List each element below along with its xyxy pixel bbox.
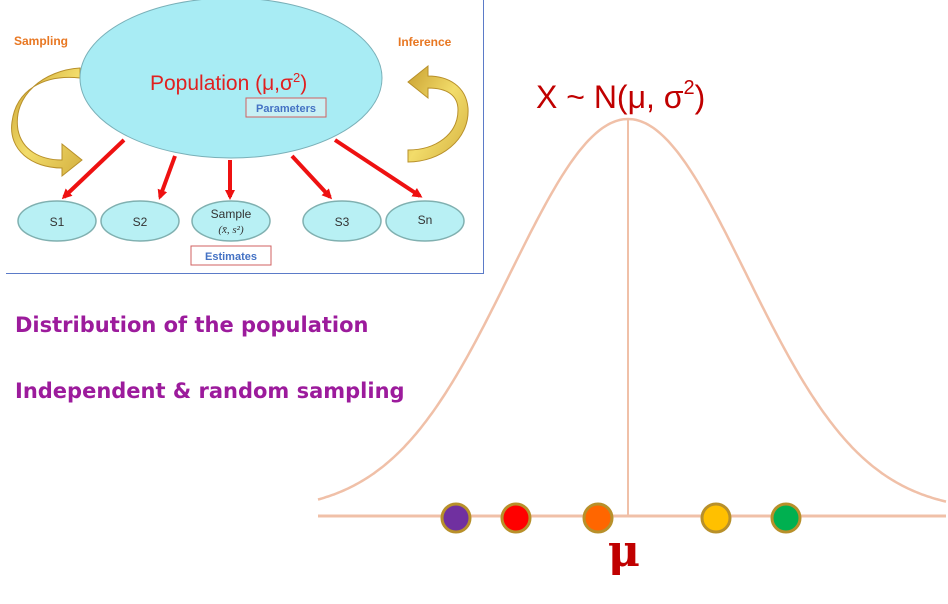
inference-label: Inference [398, 35, 452, 49]
point-green [770, 502, 802, 534]
population-label: Population (μ,σ2) [150, 70, 307, 95]
bullet-distribution: Distribution of the population [15, 313, 369, 337]
sampling-arrows [61, 138, 423, 200]
sample-ellipse-s2 [100, 200, 180, 242]
sample-label-s1: S1 [50, 215, 65, 229]
sample-label-main: Sample [211, 207, 252, 221]
estimates-box [190, 245, 272, 266]
sample-points [440, 502, 802, 534]
estimates-label: Estimates [205, 251, 257, 263]
sample-ellipse-s3 [302, 200, 382, 242]
point-orange [582, 502, 614, 534]
sample-label-s3: S3 [335, 215, 350, 229]
sample-ellipse-sn [385, 200, 465, 242]
point-purple [440, 502, 472, 534]
mean-label: μ [608, 526, 640, 577]
sample-ellipses [17, 200, 465, 242]
sample-label-s2: S2 [133, 215, 148, 229]
normal-curve [317, 117, 947, 503]
inference-curved-arrow [407, 64, 469, 163]
parameters-label: Parameters [256, 103, 316, 115]
point-red [500, 502, 532, 534]
population-ellipse [79, 0, 383, 159]
sampling-label: Sampling [14, 34, 68, 48]
sample-ellipse-s1 [17, 200, 97, 242]
sample-ellipse-main [191, 200, 271, 242]
distribution-formula: X ~ N(μ, σ2) [536, 77, 705, 115]
point-yellow [700, 502, 732, 534]
sample-label-sn: Sn [418, 213, 433, 227]
sampling-curved-arrow [11, 67, 83, 178]
parameters-box [245, 97, 327, 118]
sample-stats: (x̄, s²) [218, 224, 244, 236]
bullet-sampling: Independent & random sampling [15, 379, 405, 403]
